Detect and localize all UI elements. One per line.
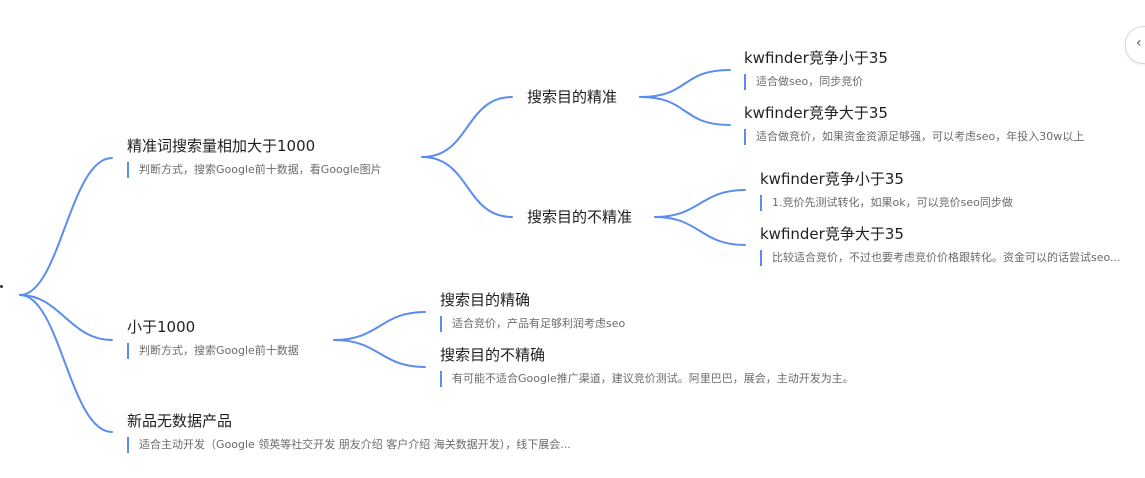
node-title: 小于1000 [127,318,196,336]
node-title: kwfinder竞争小于35 [760,170,904,188]
node-branch-1[interactable]: 精准词搜索量相加大于1000 判断方式，搜索Google前十数据，看Google… [127,136,382,178]
node-note: 适合做seo，同步竞价 [744,74,888,90]
node-imprecise-kwfinder-low[interactable]: kwfinder竞争小于35 1.竞价先测试转化，如果ok，可以竞价seo同步做 [760,169,1013,211]
chevron-left-icon: ‹ [1136,35,1142,51]
node-title: 精准词搜索量相加大于1000 [127,137,316,155]
node-search-precise[interactable]: 搜索目的精准 [527,87,617,107]
node-title: kwfinder竞争大于35 [744,104,888,122]
node-note: 适合竞价，产品有足够利润考虑seo [440,316,625,332]
node-title: kwfinder竞争大于35 [760,225,904,243]
node-title: 搜索目的不精准 [527,208,633,226]
node-imprecise-kwfinder-high[interactable]: kwfinder竞争大于35 比较适合竞价，不过也要考虑竞价价格跟转化。资金可以… [760,224,1121,266]
node-title: 搜索目的精准 [527,88,618,106]
node-note: 1.竞价先测试转化，如果ok，可以竞价seo同步做 [760,195,1013,211]
connector-root-to-branch-3 [19,294,113,433]
node-branch-3[interactable]: 新品无数据产品 适合主动开发（Google 领英等社交开发 朋友介绍 客户介绍 … [127,411,571,453]
connector-branch-2-to-exact [333,311,426,341]
connector-precise-to-leaf-2 [639,96,731,126]
node-search-inexact[interactable]: 搜索目的不精确 有可能不适合Google推广渠道，建议竞价测试。阿里巴巴，展会，… [440,345,854,387]
node-search-exact[interactable]: 搜索目的精确 适合竞价，产品有足够利润考虑seo [440,290,625,332]
connector-imprecise-to-leaf-2 [654,216,746,246]
node-title: 新品无数据产品 [127,412,233,430]
node-note: 比较适合竞价，不过也要考虑竞价价格跟转化。资金可以的话尝试seo... [760,250,1121,266]
node-note: 判断方式，搜索Google前十数据 [127,343,299,359]
node-title: 搜索目的不精确 [440,346,546,364]
node-note: 有可能不适合Google推广渠道，建议竞价测试。阿里巴巴，展会，主动开发为主。 [440,371,854,387]
node-branch-2[interactable]: 小于1000 判断方式，搜索Google前十数据 [127,317,299,359]
connector-precise-to-leaf-1 [639,69,731,98]
connector-branch-2-to-inexact [333,339,426,368]
connector-branch-1-to-imprecise [421,156,513,218]
connector-branch-1-to-precise [421,96,513,158]
node-note: 适合主动开发（Google 领英等社交开发 朋友介绍 客户介绍 海关数据开发），… [127,437,571,453]
connector-imprecise-to-leaf-1 [654,189,746,218]
node-precise-kwfinder-high[interactable]: kwfinder竞争大于35 适合做竞价，如果资金资源足够强，可以考虑seo，年… [744,103,1084,145]
node-precise-kwfinder-low[interactable]: kwfinder竞争小于35 适合做seo，同步竞价 [744,48,888,90]
connector-root-to-branch-1 [19,157,113,296]
node-title: kwfinder竞争小于35 [744,49,888,67]
node-title: 搜索目的精确 [440,291,531,309]
root-node-dot[interactable] [0,285,3,288]
connector-root-to-branch-2 [19,294,113,341]
node-search-imprecise[interactable]: 搜索目的不精准 [527,207,632,227]
node-note: 判断方式，搜索Google前十数据，看Google图片 [127,162,382,178]
node-note: 适合做竞价，如果资金资源足够强，可以考虑seo，年投入30w以上 [744,129,1084,145]
